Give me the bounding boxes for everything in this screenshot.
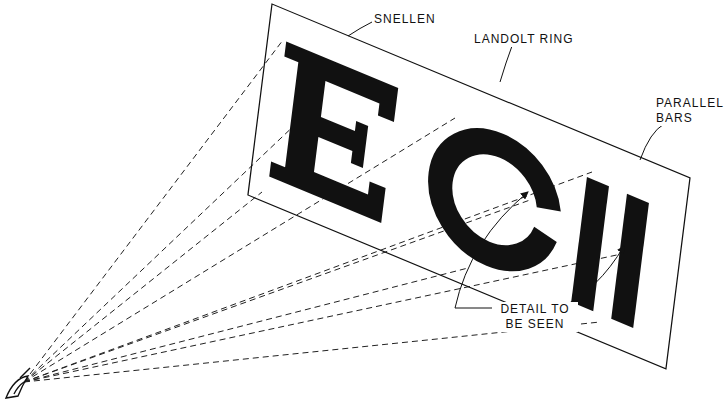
- snellen-letter: [269, 41, 398, 223]
- leader-lines: [348, 22, 664, 308]
- callout-label: LANDOLT RING: [472, 32, 576, 47]
- parallel-bar: [611, 194, 649, 328]
- callout-label: PARALLEL BARS: [654, 96, 724, 126]
- sight-lines: [24, 40, 640, 382]
- landolt-ring: [434, 123, 556, 276]
- chart-board: [248, 4, 690, 369]
- parallel-bar: [571, 177, 609, 311]
- eye-symbol: [6, 368, 30, 398]
- callout-label: SNELLEN: [372, 12, 438, 27]
- callout-label: DETAIL TO BE SEEN: [492, 302, 578, 332]
